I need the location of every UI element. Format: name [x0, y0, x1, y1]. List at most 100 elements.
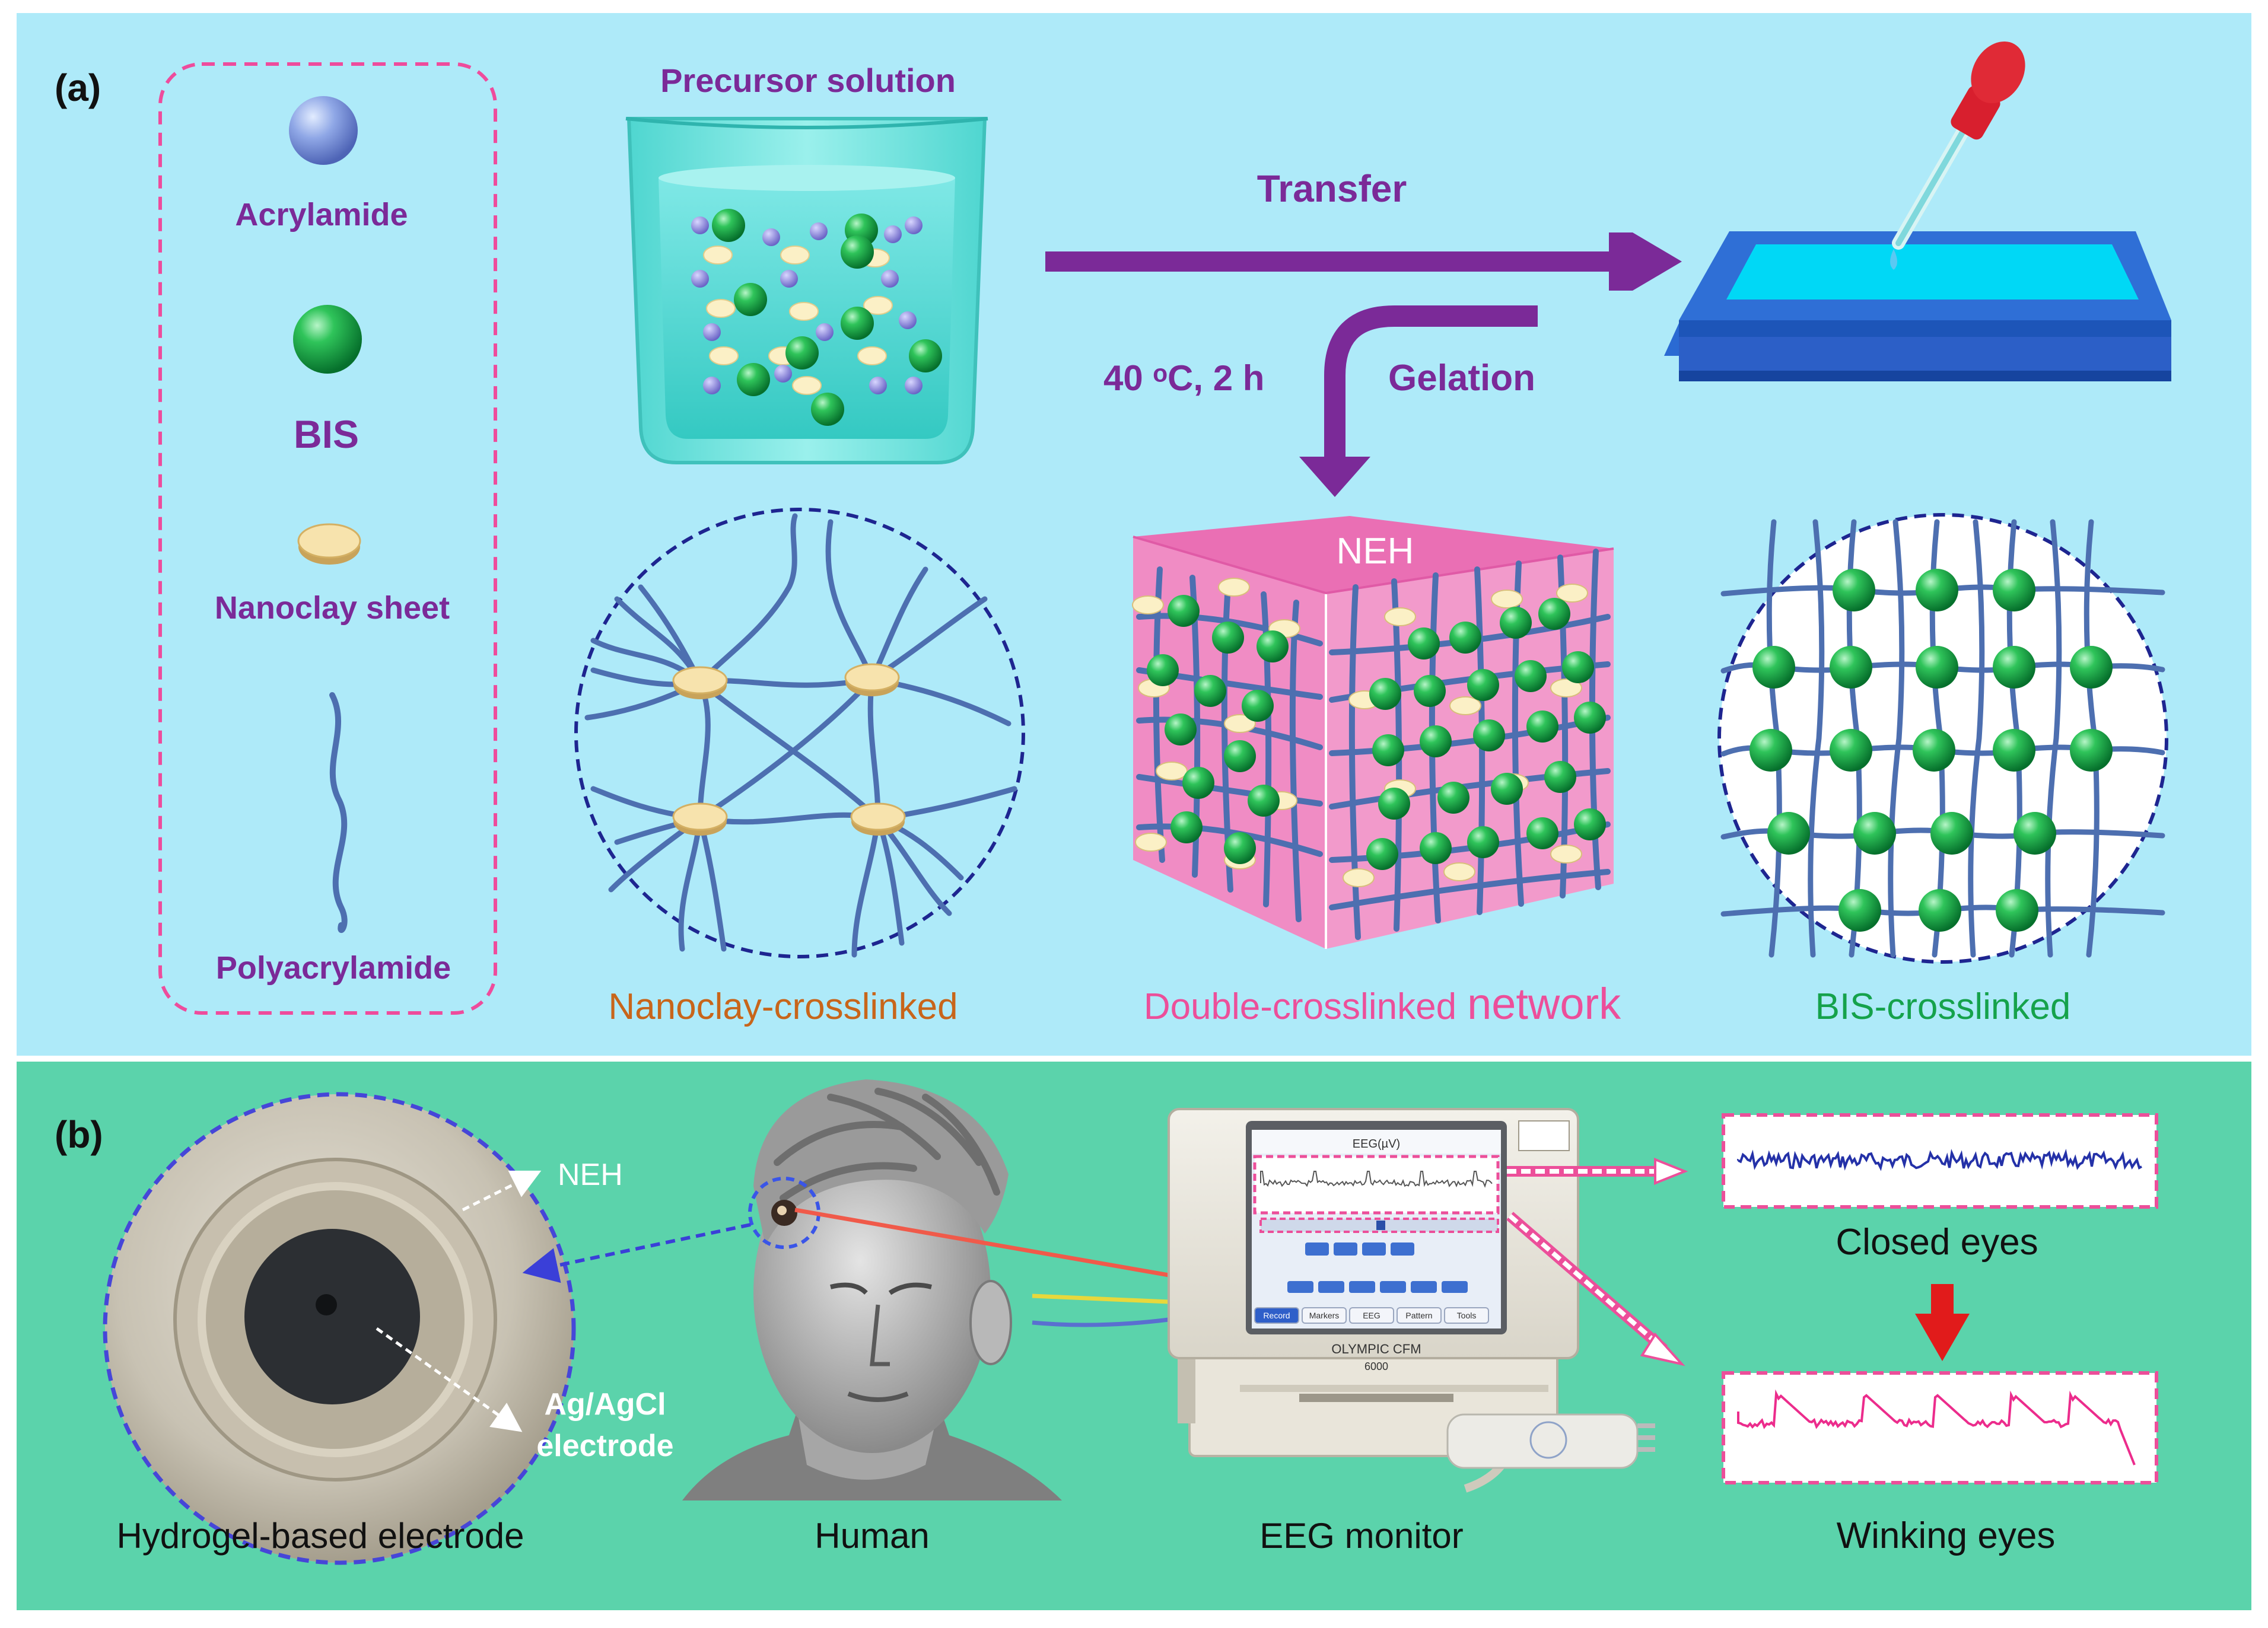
gelation-arrow: [1299, 305, 1538, 497]
acrylamide-particle: [703, 323, 721, 341]
cube-bis-node: [1212, 622, 1244, 654]
cube-bis-node: [1467, 669, 1499, 701]
cube-bis-node: [1515, 660, 1547, 692]
bis-network-circle: [1717, 513, 2168, 964]
clay-particle: [709, 346, 739, 365]
bis-node: [2070, 646, 2113, 689]
bis-node: [1838, 889, 1881, 932]
cube-bis-node: [1366, 838, 1398, 870]
bis-node: [1993, 569, 2035, 611]
bis-node: [1916, 646, 1958, 689]
legend-polyacrylamide-label: Polyacrylamide: [216, 950, 451, 986]
cube-clay-node: [1224, 714, 1256, 733]
bis-particle: [734, 283, 767, 316]
bis-node: [1916, 569, 1958, 611]
cube-bis-node: [1224, 832, 1256, 864]
cube-bis-node: [1408, 627, 1440, 660]
temperature-label: 40 ᵒC, 2 h: [1103, 358, 1264, 398]
legend-acrylamide-label: Acrylamide: [235, 197, 408, 232]
precursor-label: Precursor solution: [660, 62, 956, 99]
clay-particle: [792, 376, 822, 395]
bis-molecule: [293, 305, 362, 374]
nanoclay-network-circle: [574, 508, 1025, 958]
beaker-particles: [691, 209, 942, 426]
cube-clay-node: [1135, 833, 1167, 852]
screen-button-label: Markers: [1309, 1311, 1340, 1320]
beaker: [625, 117, 988, 464]
bis-node: [1767, 812, 1810, 855]
cube-bis-node: [1526, 817, 1558, 849]
acrylamide-particle: [881, 270, 899, 288]
winking-eyes-trace: [1737, 1389, 2136, 1465]
transfer-arrow: [1045, 232, 1682, 291]
human-label: Human: [815, 1516, 929, 1556]
clay-particle: [706, 299, 736, 318]
bis-node: [1830, 646, 1872, 689]
cube-bis-node: [1420, 725, 1452, 757]
screen-button: [1302, 1307, 1347, 1324]
bis-particle: [811, 393, 844, 426]
double-crosslinked-text: Double-crosslinked: [1144, 986, 1456, 1027]
bis-node: [1749, 729, 1792, 772]
cube-bis-node: [1500, 607, 1532, 639]
bis-node: [1930, 812, 1973, 855]
nanoclay-nodes: [672, 663, 906, 836]
clay-particle: [857, 346, 887, 365]
cube-clay-node: [1550, 678, 1582, 697]
screen-button: [1349, 1307, 1394, 1324]
electrode-pointer: [376, 1327, 523, 1432]
cube-clay-node: [1343, 868, 1375, 887]
winking-eyes-signal-box: [1722, 1371, 2158, 1484]
cube-clay-node: [1550, 845, 1582, 864]
neh-cube: [1132, 516, 1614, 949]
screen-header: EEG(µV): [1353, 1138, 1400, 1151]
cube-bis-node: [1420, 832, 1452, 864]
legend-nanoclay-label: Nanoclay sheet: [215, 590, 450, 626]
human-head: [682, 1079, 1062, 1500]
network-text: network: [1467, 979, 1621, 1028]
cube-bis-node: [1147, 654, 1179, 686]
clay-particle: [863, 296, 893, 315]
screen-button-label: Record: [1263, 1311, 1290, 1320]
bis-node: [1993, 729, 2035, 772]
screen-button-label: Pattern: [1405, 1311, 1432, 1320]
bis-node: [1919, 889, 1961, 932]
legend-box: Acrylamide BIS Nanoclay sheet Polyacryla…: [158, 62, 497, 1015]
bis-particle: [841, 307, 874, 340]
bis-node: [2070, 729, 2113, 772]
cube-bis-node: [1574, 702, 1606, 734]
cube-clay-node: [1491, 590, 1523, 608]
bis-node: [1993, 646, 2035, 689]
electrode-photo: [103, 1092, 576, 1565]
cube-clay-node: [1556, 584, 1588, 603]
cube-bis-node: [1224, 740, 1256, 772]
clay-particle: [703, 246, 733, 265]
cube-bis-node: [1574, 808, 1606, 840]
winking-eyes-label: Winking eyes: [1837, 1515, 2056, 1556]
acrylamide-particle: [703, 377, 721, 394]
bis-node: [1833, 569, 1875, 611]
transfer-label: Transfer: [1257, 167, 1407, 210]
neh-pointer: [462, 1170, 542, 1212]
bis-particle: [785, 336, 819, 369]
cube-bis-node: [1248, 785, 1280, 817]
bis-particle: [841, 235, 874, 269]
bis-particle: [712, 209, 745, 242]
cube-bis-node: [1369, 678, 1401, 710]
signal-arrows: [1506, 1158, 1688, 1366]
acrylamide-particle: [816, 323, 834, 341]
monitor-model: 6000: [1364, 1361, 1388, 1372]
screen-button: [1397, 1307, 1442, 1324]
eeg-monitor-label: EEG monitor: [1259, 1516, 1463, 1556]
bis-particle: [909, 339, 942, 372]
bis-node: [1752, 646, 1795, 689]
acrylamide-particle: [905, 377, 923, 394]
cube-clay-node: [1449, 696, 1481, 715]
cube-bis-node: [1168, 595, 1200, 627]
cube-bis-node: [1449, 622, 1481, 654]
cube-bis-node: [1372, 734, 1404, 766]
cube-clay-node: [1218, 578, 1250, 597]
eeg-wires: [794, 1208, 1169, 1327]
acrylamide-molecule: [289, 96, 358, 165]
